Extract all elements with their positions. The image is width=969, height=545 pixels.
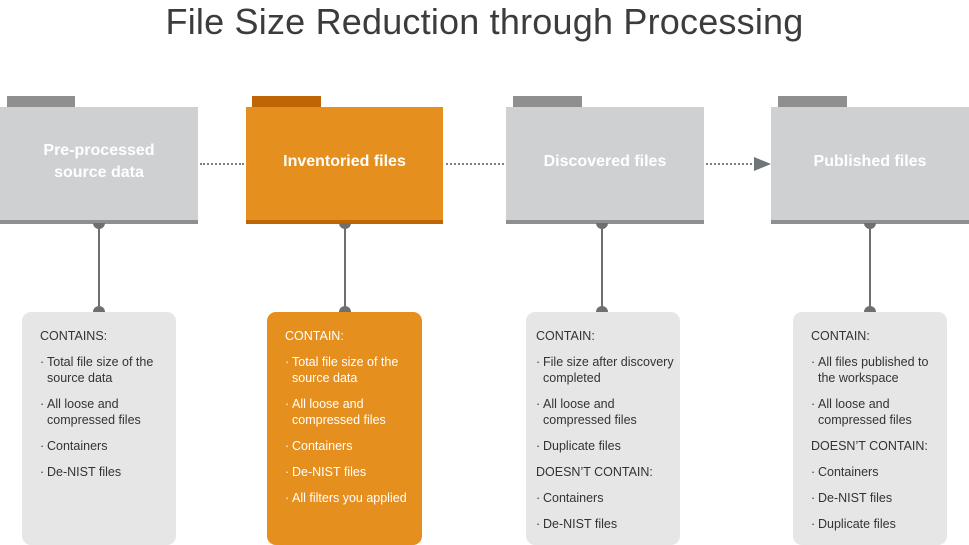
connector-knob (339, 306, 351, 312)
arrow-right-icon (754, 157, 771, 171)
stage-label: Inventoried files (283, 152, 406, 170)
stage-folder-discovered: Discovered files (506, 107, 704, 224)
card-list-item: All loose and compressed files (285, 396, 422, 428)
card-list-item: Duplicate files (536, 438, 680, 454)
card-list-item: All filters you applied (285, 490, 422, 506)
card-list-item: De-NIST files (40, 464, 176, 480)
contents-card-inventoried: CONTAIN: Total file size of the source d… (267, 312, 422, 545)
diagram-title: File Size Reduction through Processing (165, 1, 804, 42)
card-heading: CONTAIN: (811, 329, 870, 343)
contents-card-discovered: CONTAIN: File size after discovery compl… (526, 312, 680, 545)
card-list-item: All loose and compressed files (40, 396, 176, 428)
dotted-connector (200, 163, 244, 165)
vertical-connector (98, 226, 100, 310)
card-list-item: Containers (811, 464, 947, 480)
contents-card-pre-processed: CONTAINS: Total file size of the source … (22, 312, 176, 545)
folder-tab (513, 96, 582, 107)
card-list-item: Duplicate files (811, 516, 947, 532)
card-list-item: De-NIST files (285, 464, 422, 480)
card-list-item: Containers (536, 490, 680, 506)
card-heading: DOESN’T CONTAIN: (536, 465, 653, 479)
card-list-item: All files published to the workspace (811, 354, 947, 386)
card-list: All files published to the workspace All… (811, 354, 947, 428)
stage-label: Published files (813, 152, 927, 170)
connector-knob (596, 306, 608, 312)
card-list-item: Containers (285, 438, 422, 454)
card-list-item: All loose and compressed files (811, 396, 947, 428)
dotted-connector (706, 163, 756, 165)
card-list-item: Containers (40, 438, 176, 454)
card-heading: CONTAIN: (285, 329, 344, 343)
card-heading: CONTAIN: (536, 329, 595, 343)
folder-base (506, 220, 704, 224)
card-heading: CONTAINS: (40, 329, 108, 343)
connector-knob (864, 306, 876, 312)
stage-label: Pre-processed source data (43, 141, 155, 181)
contents-card-published: CONTAIN: All files published to the work… (793, 312, 947, 545)
card-list-item: De-NIST files (536, 516, 680, 532)
stage-label: Discovered files (543, 152, 667, 170)
folder-base (246, 220, 443, 224)
folder-tab (778, 96, 847, 107)
vertical-connector (601, 226, 603, 310)
folder-tab (252, 96, 321, 107)
card-list: Containers De-NIST files Duplicate files (811, 464, 947, 532)
card-list-item: File size after discovery completed (536, 354, 680, 386)
card-heading: DOESN’T CONTAIN: (811, 439, 928, 453)
folder-base (0, 220, 198, 224)
dotted-connector (446, 163, 504, 165)
card-list: File size after discovery completed All … (536, 354, 680, 454)
card-list-item: Total file size of the source data (285, 354, 422, 386)
card-list-item: Total file size of the source data (40, 354, 176, 386)
folder-base (771, 220, 969, 224)
card-list: Total file size of the source data All l… (285, 354, 422, 506)
stage-folder-inventoried: Inventoried files (246, 107, 443, 224)
stage-folder-published: Published files (771, 107, 969, 224)
card-list-item: All loose and compressed files (536, 396, 680, 428)
card-list-item: De-NIST files (811, 490, 947, 506)
connector-knob (93, 306, 105, 312)
vertical-connector (344, 226, 346, 310)
folder-tab (7, 96, 75, 107)
card-list: Containers De-NIST files (536, 490, 680, 532)
stage-folder-pre-processed: Pre-processed source data (0, 107, 198, 224)
vertical-connector (869, 226, 871, 310)
card-list: Total file size of the source data All l… (40, 354, 176, 480)
